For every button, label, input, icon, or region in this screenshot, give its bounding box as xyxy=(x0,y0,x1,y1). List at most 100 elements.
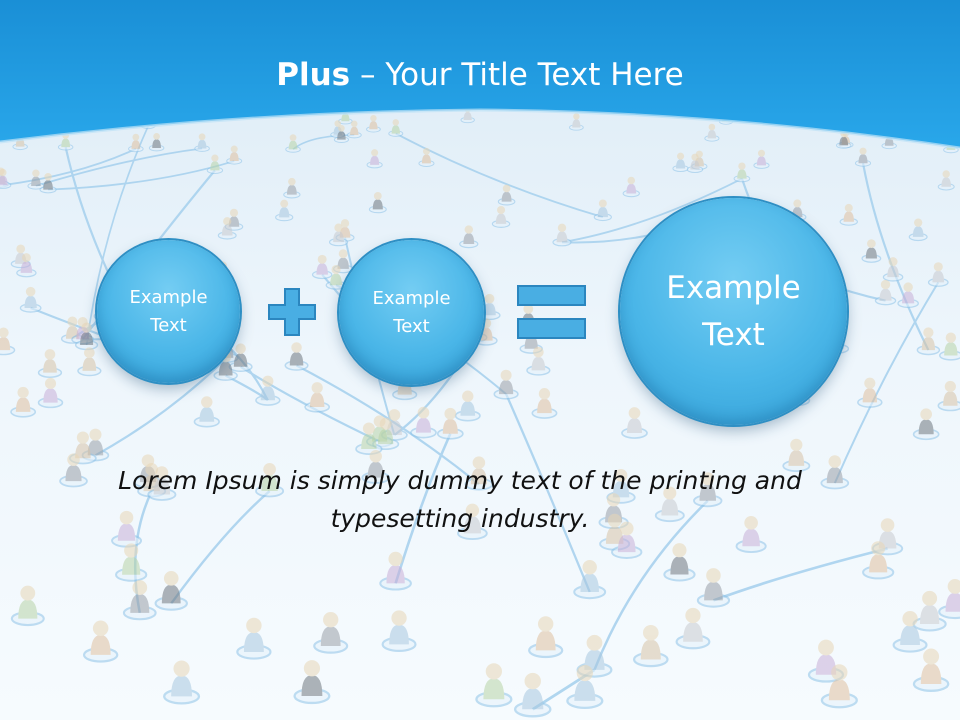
person-figure xyxy=(686,153,704,174)
person-figure xyxy=(283,177,301,199)
person-figure xyxy=(526,346,551,376)
network-link xyxy=(395,132,604,219)
slide-title-bold: Plus xyxy=(276,57,351,93)
person-figure xyxy=(454,390,481,422)
person-figure xyxy=(163,660,201,705)
person-figure xyxy=(459,225,479,249)
person-figure xyxy=(611,521,643,559)
person-figure xyxy=(552,223,572,247)
person-figure xyxy=(346,120,362,139)
person-figure xyxy=(236,617,272,660)
network-link xyxy=(35,147,203,187)
example-circle-left: Example Text xyxy=(97,240,240,383)
network-link xyxy=(861,163,930,351)
example-circle-right-label: Example Text xyxy=(666,269,801,353)
person-figure xyxy=(284,342,309,371)
person-figure xyxy=(663,543,696,582)
person-figure xyxy=(82,620,119,663)
person-figure xyxy=(0,327,16,356)
person-figure xyxy=(436,407,464,440)
person-figure xyxy=(927,262,949,287)
person-figure xyxy=(285,134,301,153)
person-figure xyxy=(621,407,648,439)
network-link xyxy=(94,357,228,457)
person-figure xyxy=(255,462,285,498)
person-figure xyxy=(206,154,224,174)
person-figure xyxy=(882,257,904,282)
example-circle-left-label: Example Text xyxy=(129,286,208,336)
person-figure xyxy=(696,568,731,608)
person-figure xyxy=(128,133,144,153)
person-figure xyxy=(457,503,488,541)
person-figure xyxy=(418,147,435,167)
example-circle-middle-label: Example Text xyxy=(372,287,451,337)
person-figure xyxy=(255,375,281,406)
person-figure xyxy=(275,199,294,222)
person-figure xyxy=(782,438,811,473)
person-figure xyxy=(193,396,220,428)
person-figure xyxy=(897,282,919,309)
person-figure xyxy=(366,114,381,133)
person-figure xyxy=(217,217,237,240)
person-figure xyxy=(27,169,45,190)
person-figure xyxy=(115,543,148,582)
example-circle-middle: Example Text xyxy=(339,240,484,385)
person-figure xyxy=(912,648,950,692)
person-figure xyxy=(937,170,955,191)
person-figure xyxy=(10,386,37,418)
person-figure xyxy=(213,351,238,381)
person-figure xyxy=(77,347,102,377)
person-figure xyxy=(74,322,99,351)
person-figure xyxy=(228,343,253,373)
person-figure xyxy=(693,472,723,508)
person-figure xyxy=(675,607,711,650)
person-figure xyxy=(632,624,669,668)
person-figure xyxy=(753,149,770,169)
person-figure xyxy=(194,133,210,152)
person-figure xyxy=(622,176,640,198)
person-figure xyxy=(672,152,689,173)
person-figure xyxy=(513,672,552,718)
example-circle-right: Example Text xyxy=(620,198,847,425)
person-figure xyxy=(69,431,97,465)
person-figure xyxy=(573,560,607,600)
network-link xyxy=(240,365,381,443)
person-figure xyxy=(410,406,437,439)
person-figure xyxy=(912,590,947,632)
person-figure xyxy=(704,123,720,142)
person-figure xyxy=(379,551,412,591)
person-figure xyxy=(328,223,349,247)
person-figure xyxy=(854,147,872,167)
person-figure xyxy=(497,184,516,206)
person-figure xyxy=(366,149,383,169)
network-link xyxy=(561,177,743,244)
person-figure xyxy=(19,286,42,313)
person-figure xyxy=(857,377,883,408)
person-figure xyxy=(735,516,767,554)
network-link xyxy=(394,433,452,584)
network-link xyxy=(593,499,709,671)
person-figure xyxy=(311,254,333,280)
person-figure xyxy=(16,253,37,278)
network-link xyxy=(505,393,591,593)
network-link xyxy=(170,490,271,605)
person-figure xyxy=(493,369,519,400)
person-figure xyxy=(333,124,350,143)
person-figure xyxy=(148,132,165,152)
person-figure xyxy=(333,249,354,274)
network-link xyxy=(2,148,137,187)
slide-title-rest: – Your Title Text Here xyxy=(350,57,684,93)
person-figure xyxy=(147,466,177,501)
person-figure xyxy=(59,453,88,488)
person-figure xyxy=(654,486,685,523)
person-figure xyxy=(154,571,188,611)
person-figure xyxy=(839,203,858,226)
person-figure xyxy=(912,408,940,441)
person-figure xyxy=(820,455,850,490)
person-figure xyxy=(37,377,64,409)
equals-icon xyxy=(517,285,586,339)
person-figure xyxy=(531,388,558,419)
person-figure xyxy=(381,610,417,652)
person-figure xyxy=(37,349,63,378)
